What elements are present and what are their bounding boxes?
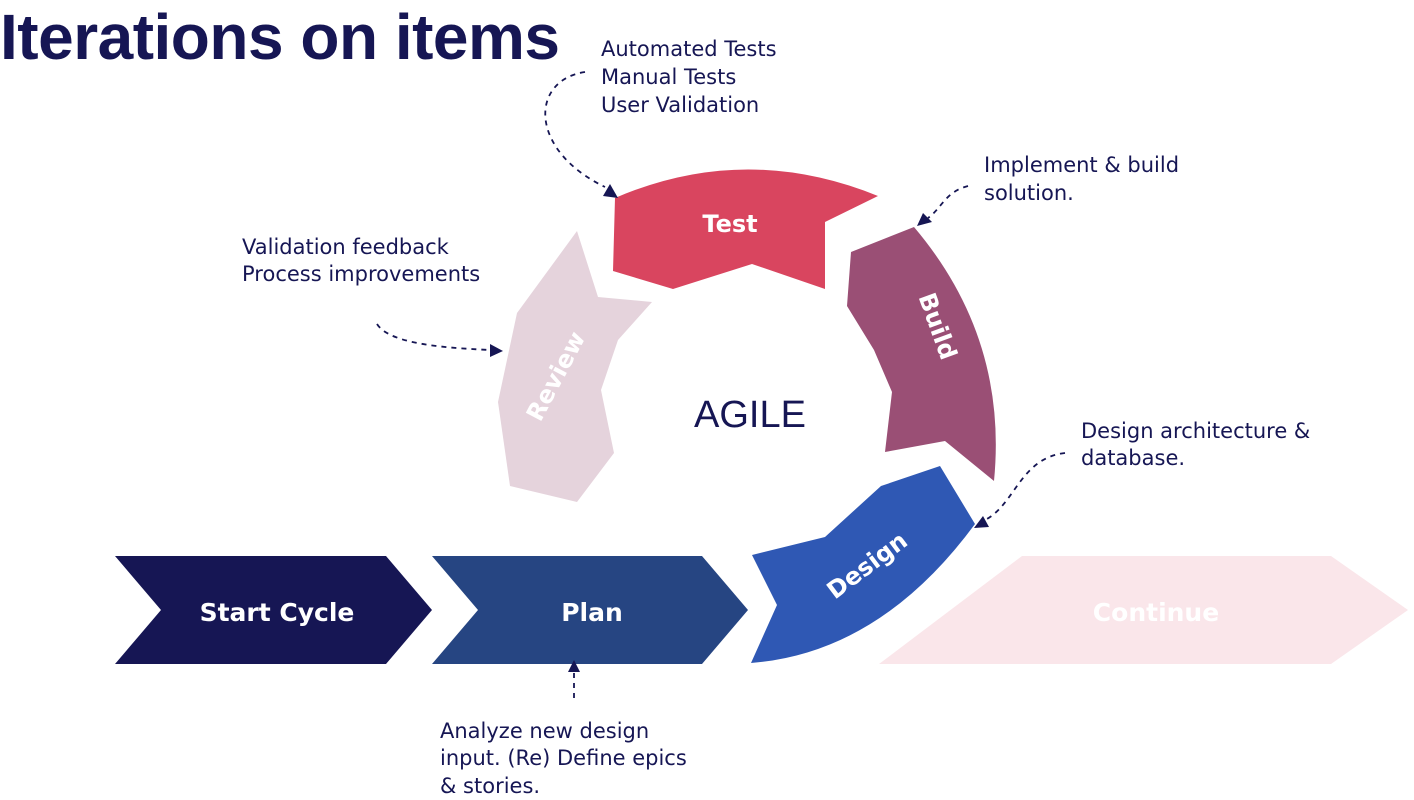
design-note-line: Design architecture & [1081,419,1310,443]
plan-note-line: input. (Re) Define epics [440,746,687,770]
review-note-line: Process improvements [242,262,480,286]
test-note-line: Manual Tests [601,65,736,89]
test-note-line: User Validation [601,93,759,117]
review-connector [376,323,491,351]
design-segment [751,466,975,663]
build-connector [927,185,969,219]
review-arrowhead [490,344,503,357]
design-note: Design architecture & database. [1081,419,1317,470]
build-note-line: solution. [984,181,1074,205]
review-note-line: Validation feedback [242,235,450,259]
test-note-line: Automated Tests [601,37,777,61]
design-arrowhead [974,516,989,528]
plan-chevron [432,556,748,664]
page-title: Iterations on items [0,1,560,73]
build-note-line: Implement & build [984,153,1179,177]
test-connector [544,71,606,188]
agile-center-label: AGILE [694,394,806,436]
continue-label: Continue [1093,598,1219,627]
review-note: Validation feedback Process improvements [242,235,480,286]
design-connector [984,452,1066,521]
start-cycle-label: Start Cycle [200,598,355,627]
plan-arrowhead [568,660,580,672]
plan-note-line: & stories. [440,774,540,798]
plan-note: Analyze new design input. (Re) Define ep… [440,719,693,798]
plan-note-line: Analyze new design [440,719,649,743]
build-note: Implement & build solution. [984,153,1186,205]
test-label: Test [702,210,757,238]
design-note-line: database. [1081,446,1185,470]
continue-chevron [879,556,1408,664]
test-segment [613,169,878,289]
build-arrowhead [917,213,932,226]
test-arrowhead [603,184,618,198]
plan-label: Plan [561,598,623,627]
start-cycle-chevron [115,556,432,664]
test-note: Automated Tests Manual Tests User Valida… [601,37,783,117]
build-segment [847,227,996,481]
review-segment [498,231,652,502]
